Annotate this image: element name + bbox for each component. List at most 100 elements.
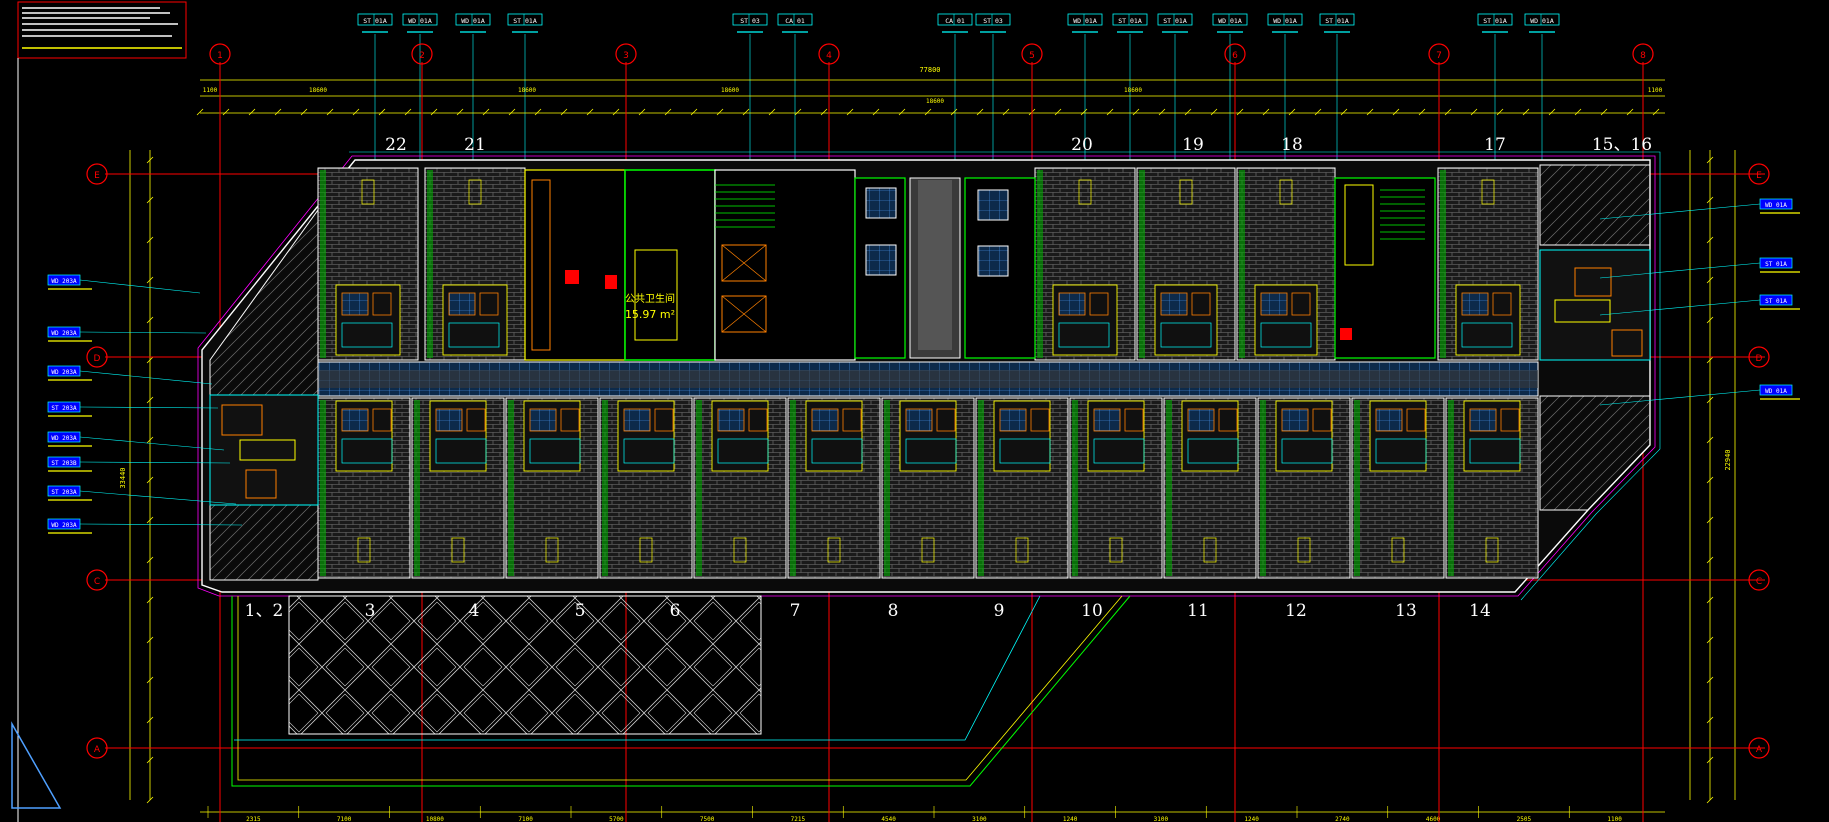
dimension-tick — [846, 108, 854, 116]
grid-bubble-left-C: C — [86, 569, 108, 591]
dimension-tick — [898, 108, 906, 116]
grid-bubble-label: 6 — [1232, 51, 1238, 61]
dimension-tick — [1444, 108, 1452, 116]
material-tag: ST 03 — [975, 13, 1011, 170]
top-second-dimension: 18600 — [926, 98, 944, 105]
dimension-tick — [586, 108, 594, 116]
top-dimension-3: 18600 — [721, 87, 739, 94]
bottom-dimension-14: 2505 — [1517, 816, 1532, 822]
material-tag: CA 01 — [937, 13, 973, 170]
grid-bubble-label: 2 — [419, 51, 425, 61]
top-dimension-4: 18600 — [1124, 87, 1142, 94]
dimension-tick — [146, 156, 154, 164]
guest-rooms-south — [317, 397, 1539, 579]
material-tag-code: CA 01 — [945, 17, 965, 25]
material-tag: ST 01A — [1319, 13, 1355, 170]
top-dimension-5: 1100 — [1648, 87, 1663, 94]
dimension-tick — [146, 396, 154, 404]
material-tag-code: WD 203A — [51, 330, 77, 337]
room-number-bottom: 4 — [469, 601, 480, 621]
dimension-tick — [456, 108, 464, 116]
material-tag-code: ST 01A — [1325, 17, 1349, 25]
room-number-bottom: 3 — [365, 601, 376, 621]
grid-bubble-label: D — [1756, 354, 1763, 364]
grid-bubble-top-7: 7 — [1428, 43, 1450, 65]
dimension-tick — [196, 108, 204, 116]
east-corner-suite — [1539, 164, 1651, 511]
material-tag-left: WD 203A — [47, 518, 243, 534]
material-tag-left: WD 203A — [47, 274, 201, 294]
dimension-tick — [1600, 108, 1608, 116]
restroom-label: 公共卫生间 — [625, 292, 675, 305]
guest-room — [1034, 167, 1136, 361]
top-dimension-0: 1100 — [203, 87, 218, 94]
grid-bubble-label: 3 — [623, 51, 629, 61]
bottom-dimension-12: 2740 — [1335, 816, 1350, 822]
dimension-tick — [872, 108, 880, 116]
material-tag-code: ST 03 — [983, 17, 1003, 25]
top-total-dimension: 77800 — [919, 66, 940, 74]
dimension-tick — [1706, 476, 1714, 484]
west-corner-suite — [209, 208, 319, 581]
guest-room — [424, 167, 526, 361]
dimension-tick — [924, 108, 932, 116]
dimension-tick — [1706, 636, 1714, 644]
room-number-top: 15、16 — [1592, 135, 1652, 155]
scale-triangle-icon — [11, 721, 62, 809]
material-tag-code: WD 01A — [1273, 17, 1297, 25]
dimension-tick — [146, 196, 154, 204]
material-tag-code: ST 203B — [51, 460, 77, 467]
dimension-tick — [222, 108, 230, 116]
guest-room — [1437, 167, 1539, 361]
bottom-dimension-11: 1240 — [1244, 816, 1259, 822]
material-tag-code: ST 03 — [740, 17, 760, 25]
material-tag-code: ST 01A — [1483, 17, 1507, 25]
material-tag-code: WD 01A — [1073, 17, 1097, 25]
guest-room — [975, 397, 1069, 579]
material-tag: ST 01A — [1157, 13, 1193, 170]
side-material-tags: WD 203A WD 203A WD 203A ST 203A WD 203A ST 20… — [47, 198, 1800, 534]
material-tag-code: WD 203A — [51, 435, 77, 442]
material-tag-code: WD 01A — [1765, 202, 1787, 209]
guest-room — [693, 397, 787, 579]
material-tag-code: ST 203A — [51, 489, 77, 496]
grid-bubble-right-D: D — [1748, 346, 1770, 368]
dimension-tick — [1418, 108, 1426, 116]
grid-bubble-left-E: E — [86, 163, 108, 185]
grid-bubble-top-3: 3 — [615, 43, 637, 65]
dimension-tick — [1626, 108, 1634, 116]
room-number-top: 21 — [464, 135, 486, 155]
guest-room — [1163, 397, 1257, 579]
dimension-tick — [560, 108, 568, 116]
material-tag-right: ST 01A — [1599, 257, 1800, 279]
material-tag-right: WD 01A — [1599, 384, 1800, 406]
grid-bubble-left-D: D — [86, 346, 108, 368]
room-number-bottom: 10 — [1081, 601, 1103, 621]
dimension-tick — [1652, 108, 1660, 116]
guest-room — [1257, 397, 1351, 579]
material-tag-code: ST 01A — [513, 17, 537, 25]
dimension-tick — [1706, 196, 1714, 204]
dimension-tick — [146, 476, 154, 484]
bottom-dimension-1: 7100 — [337, 816, 352, 822]
dimension-tick — [1706, 236, 1714, 244]
dimension-tick — [534, 108, 542, 116]
material-tag-right: ST 01A — [1599, 294, 1800, 316]
guest-room — [411, 397, 505, 579]
restroom-area: 15.97 m² — [625, 308, 675, 321]
bottom-dimension-5: 7500 — [700, 816, 715, 822]
material-tag-code: WD 203A — [51, 278, 77, 285]
material-tag-right: WD 01A — [1599, 198, 1800, 220]
room-number-top: 22 — [385, 135, 407, 155]
guest-room — [1351, 397, 1445, 579]
material-tag-code: ST 01A — [1118, 17, 1142, 25]
grid-bubble-label: 4 — [826, 51, 832, 61]
dimension-tick — [326, 108, 334, 116]
bottom-dimension-13: 4600 — [1426, 816, 1441, 822]
grid-bubble-label: C — [94, 577, 100, 587]
dimension-tick — [1002, 108, 1010, 116]
room-number-bottom: 14 — [1469, 601, 1491, 621]
material-tag: WD 01A — [1524, 13, 1560, 170]
bottom-dimension-15: 1100 — [1607, 816, 1622, 822]
